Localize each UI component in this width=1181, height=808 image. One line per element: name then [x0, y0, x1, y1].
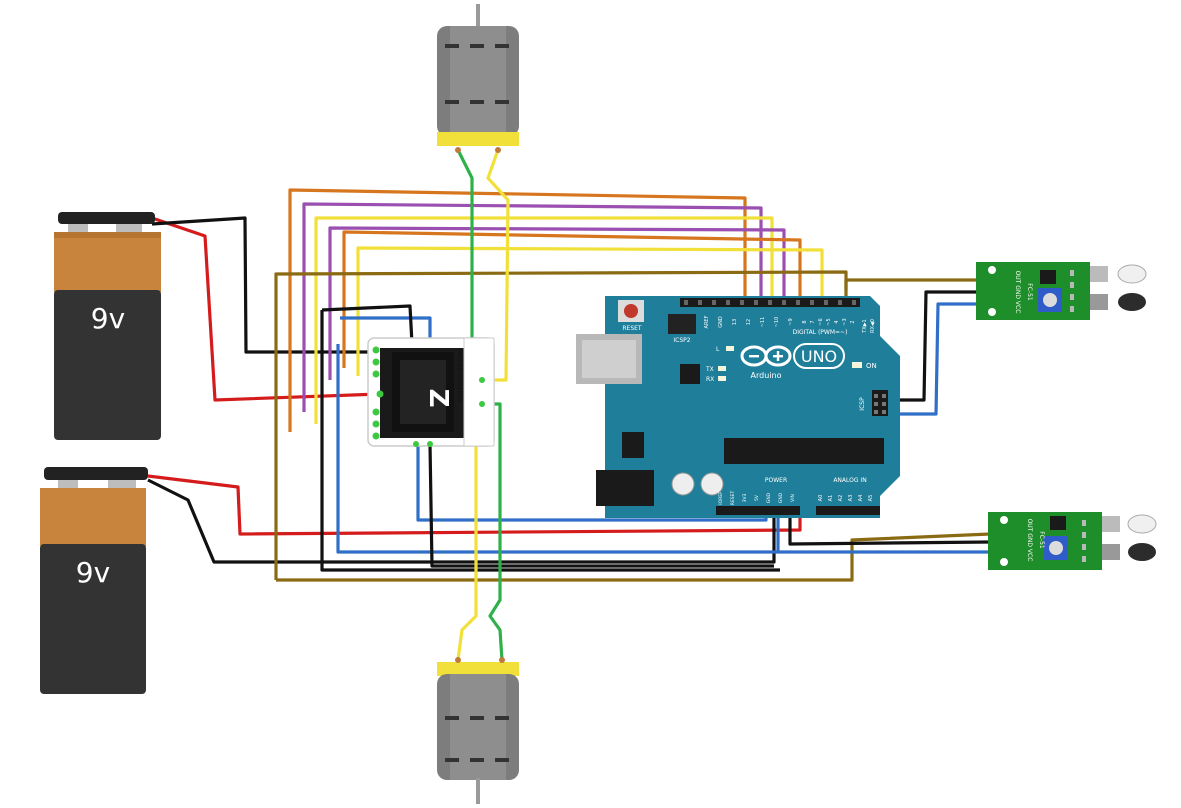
wire-motor2-green [486, 402, 504, 661]
wire-purple-1 [302, 202, 763, 412]
digital-pin-4: 4 [834, 320, 840, 323]
arduino-power-label: POWER [765, 477, 787, 484]
wire-black-top [321, 304, 414, 345]
power-pin-ioref: IOREF [718, 491, 724, 505]
arduino-icsp2-label: ICSP2 [673, 337, 690, 344]
wires [147, 149, 991, 661]
arduino-digital-label: DIGITAL (PWM=~) [793, 329, 848, 336]
power-pin-gnd-1: GND [766, 492, 772, 503]
power-pin-gnd-2: GND [778, 492, 784, 503]
motor-2 [437, 657, 519, 804]
motor-shield-title: MOTOR CONTROL [456, 349, 463, 403]
wire-blue-top [340, 316, 432, 344]
wire-bat1-black [151, 216, 380, 354]
wire-blue-loop [336, 344, 778, 554]
battery-2: 9v [40, 467, 148, 694]
wire-bat2-black [147, 478, 776, 564]
arduino-icsp-label: ICSP [859, 397, 866, 411]
ir-sensor-1: OUT GND VCC FC-51 [976, 262, 1147, 320]
motor-shield: Z MOTOR CONTROL GND 5V+ 5V+ GND [367, 337, 495, 447]
digital-pin-12: 12 [746, 319, 752, 325]
wire-olive-s1 [844, 278, 980, 290]
wire-yellow-2 [356, 246, 824, 376]
arduino-rxd-label: RX◀0 [870, 319, 876, 333]
motor-shield-pins-bottom: 5V+ GND [410, 425, 439, 432]
wire-black-loop [320, 310, 780, 572]
ir-sensor-1-label: FC-51 [1026, 283, 1033, 301]
arduino-txd-label: TX▶1 [862, 319, 868, 334]
arduino-board: RESET ICSP2 AREF GND 13 12 ~11 ~10 ~9 8 … [576, 296, 900, 518]
wire-purple-2 [328, 226, 786, 380]
digital-pin-13: 13 [732, 319, 738, 325]
digital-pin-11: ~11 [760, 317, 766, 328]
wire-olive-bottom [276, 532, 991, 582]
arduino-analog-label: ANALOG IN [833, 477, 866, 484]
power-pin-5v: 5V [754, 494, 760, 501]
arduino-rx-label: RX [706, 376, 714, 383]
arduino-l-label: L [716, 346, 720, 353]
digital-pin-10: ~10 [774, 317, 780, 328]
digital-pin-3: ~3 [842, 318, 848, 325]
analog-pin-a3: A3 [848, 495, 854, 502]
wire-bat1-red [151, 216, 381, 402]
arduino-model-label: UNO [801, 347, 837, 366]
wire-s1-black [880, 290, 980, 402]
analog-pin-a2: A2 [838, 495, 844, 502]
digital-pin-9: ~9 [788, 318, 794, 325]
arduino-brand-label: Arduino [751, 371, 782, 380]
battery-2-label: 9v [76, 556, 110, 589]
wire-black-shield [428, 443, 774, 568]
arduino-logo-icon [740, 345, 792, 367]
ir-sensor-2-pins: OUT GND VCC [1026, 519, 1033, 562]
analog-pin-a4: A4 [858, 495, 864, 502]
digital-pin-8: 8 [802, 320, 808, 323]
arduino-aref-label: AREF [704, 315, 710, 328]
battery-1-label: 9v [91, 302, 125, 335]
power-pin-3v3: 3V3 [742, 493, 748, 502]
digital-pin-5: ~5 [826, 318, 832, 325]
wire-yellow-1 [314, 216, 774, 424]
analog-pin-a0: A0 [818, 495, 824, 502]
ir-sensor-1-pins: OUT GND VCC [1014, 271, 1021, 314]
power-pin-reset: RESET [730, 491, 736, 506]
arduino-reset-label: RESET [622, 325, 642, 332]
wire-orange-2 [342, 230, 802, 368]
battery-1: 9v [54, 212, 161, 440]
analog-pin-a1: A1 [828, 495, 834, 502]
analog-pin-a5: A5 [868, 495, 874, 502]
arduino-gnd-label: GND [718, 316, 724, 328]
digital-pin-2: 2 [850, 320, 856, 323]
wire-s2-black [788, 512, 991, 546]
motor-shield-pins-top: GND 5V+ [410, 353, 439, 360]
digital-pin-7: 7 [810, 320, 816, 323]
ir-sensor-2-label: FC-51 [1038, 531, 1045, 549]
wire-s1-blue [880, 302, 980, 416]
arduino-on-label: ON [866, 362, 877, 370]
svg-text:Z: Z [423, 389, 453, 408]
wire-motor2-yellow [456, 408, 487, 661]
wire-bat2-red [147, 474, 802, 536]
digital-pin-6: ~6 [818, 318, 824, 325]
ir-sensor-2: OUT GND VCC FC-51 [988, 512, 1157, 570]
power-pin-vin: VIN [790, 494, 796, 502]
arduino-tx-label: TX [705, 366, 714, 373]
motor-1 [437, 4, 519, 153]
wire-motor1-yellow [486, 149, 510, 382]
